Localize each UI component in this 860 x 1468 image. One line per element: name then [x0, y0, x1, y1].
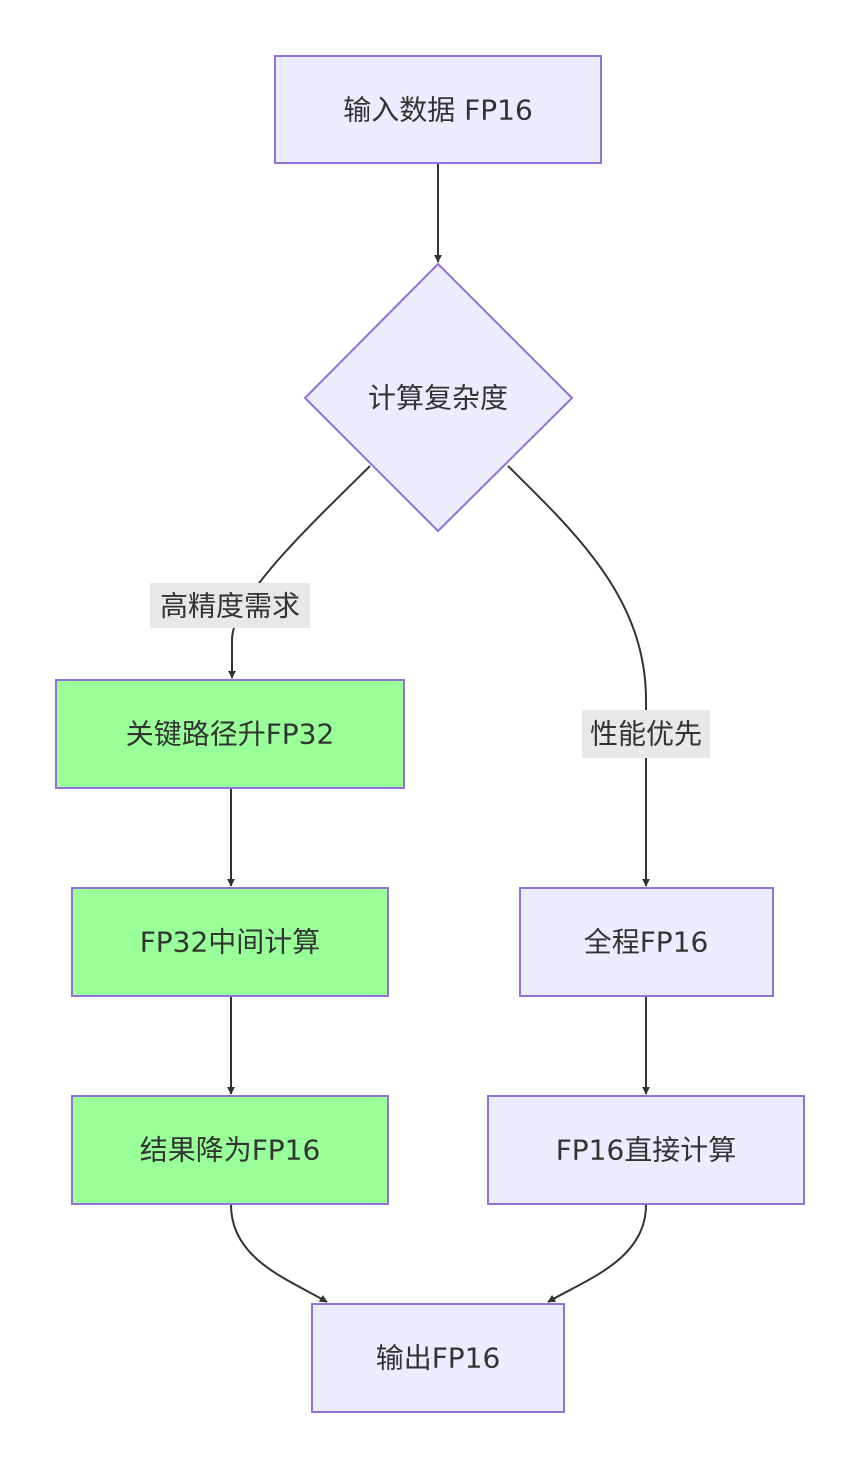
node-decision: 计算复杂度 — [303, 262, 574, 533]
node-upcast: 关键路径升FP32 — [55, 679, 405, 789]
node-label-upcast: 关键路径升FP32 — [126, 718, 335, 751]
edge-label-bg — [150, 583, 310, 628]
node-output: 输出FP16 — [311, 1303, 565, 1413]
node-label-fp16-all: 全程FP16 — [584, 926, 709, 959]
node-label-fp32-compute: FP32中间计算 — [140, 926, 321, 959]
node-label-fp16-direct: FP16直接计算 — [556, 1134, 737, 1167]
node-label-input: 输入数据 FP16 — [343, 94, 533, 127]
edge-label-text-high-precision: 高精度需求 — [160, 590, 300, 623]
edge-decision-to-fp16-all — [507, 465, 650, 887]
edge-label-text-performance: 性能优先 — [590, 718, 702, 751]
node-fp16-all: 全程FP16 — [519, 887, 774, 997]
node-downcast: 结果降为FP16 — [71, 1095, 389, 1205]
edge-downcast-to-output — [230, 1204, 328, 1303]
node-label-decision: 计算复杂度 — [368, 382, 508, 415]
edge-label-high-precision: 高精度需求 — [150, 583, 310, 628]
edge-decision-to-upcast — [228, 465, 371, 679]
node-label-downcast: 结果降为FP16 — [140, 1134, 321, 1167]
node-fp32-compute: FP32中间计算 — [71, 887, 389, 997]
node-input: 输入数据 FP16 — [274, 55, 602, 164]
edge-label-bg — [582, 710, 710, 758]
node-fp16-direct: FP16直接计算 — [487, 1095, 805, 1205]
edge-fp16-direct-to-output — [547, 1204, 647, 1303]
node-label-output: 输出FP16 — [376, 1342, 501, 1375]
edge-label-performance: 性能优先 — [582, 710, 710, 758]
